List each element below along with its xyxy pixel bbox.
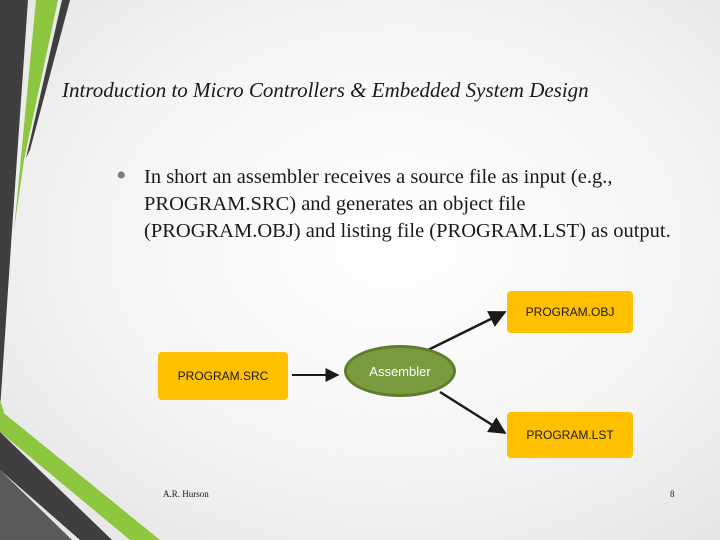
thin-dark-stripe-shape [26, 0, 70, 158]
assembler-node: Assembler [344, 345, 456, 397]
gray-bottom-stripe-shape [0, 470, 72, 540]
object-file-box: PROGRAM.OBJ [507, 291, 633, 333]
footer-author: A.R. Hurson [163, 489, 209, 499]
green-stripe-shape [14, 0, 58, 230]
source-file-box: PROGRAM.SRC [158, 352, 288, 400]
slide-title: Introduction to Micro Controllers & Embe… [62, 78, 589, 102]
dark-stripe-shape [0, 0, 28, 410]
dark-bottom-stripe-shape [0, 432, 112, 540]
bullet-text: In short an assembler receives a source … [144, 166, 671, 242]
page-number: 8 [670, 489, 675, 499]
bullet-dot-icon: • [116, 159, 127, 192]
listing-file-box: PROGRAM.LST [507, 412, 633, 458]
green-bottom-stripe-shape [0, 410, 160, 540]
